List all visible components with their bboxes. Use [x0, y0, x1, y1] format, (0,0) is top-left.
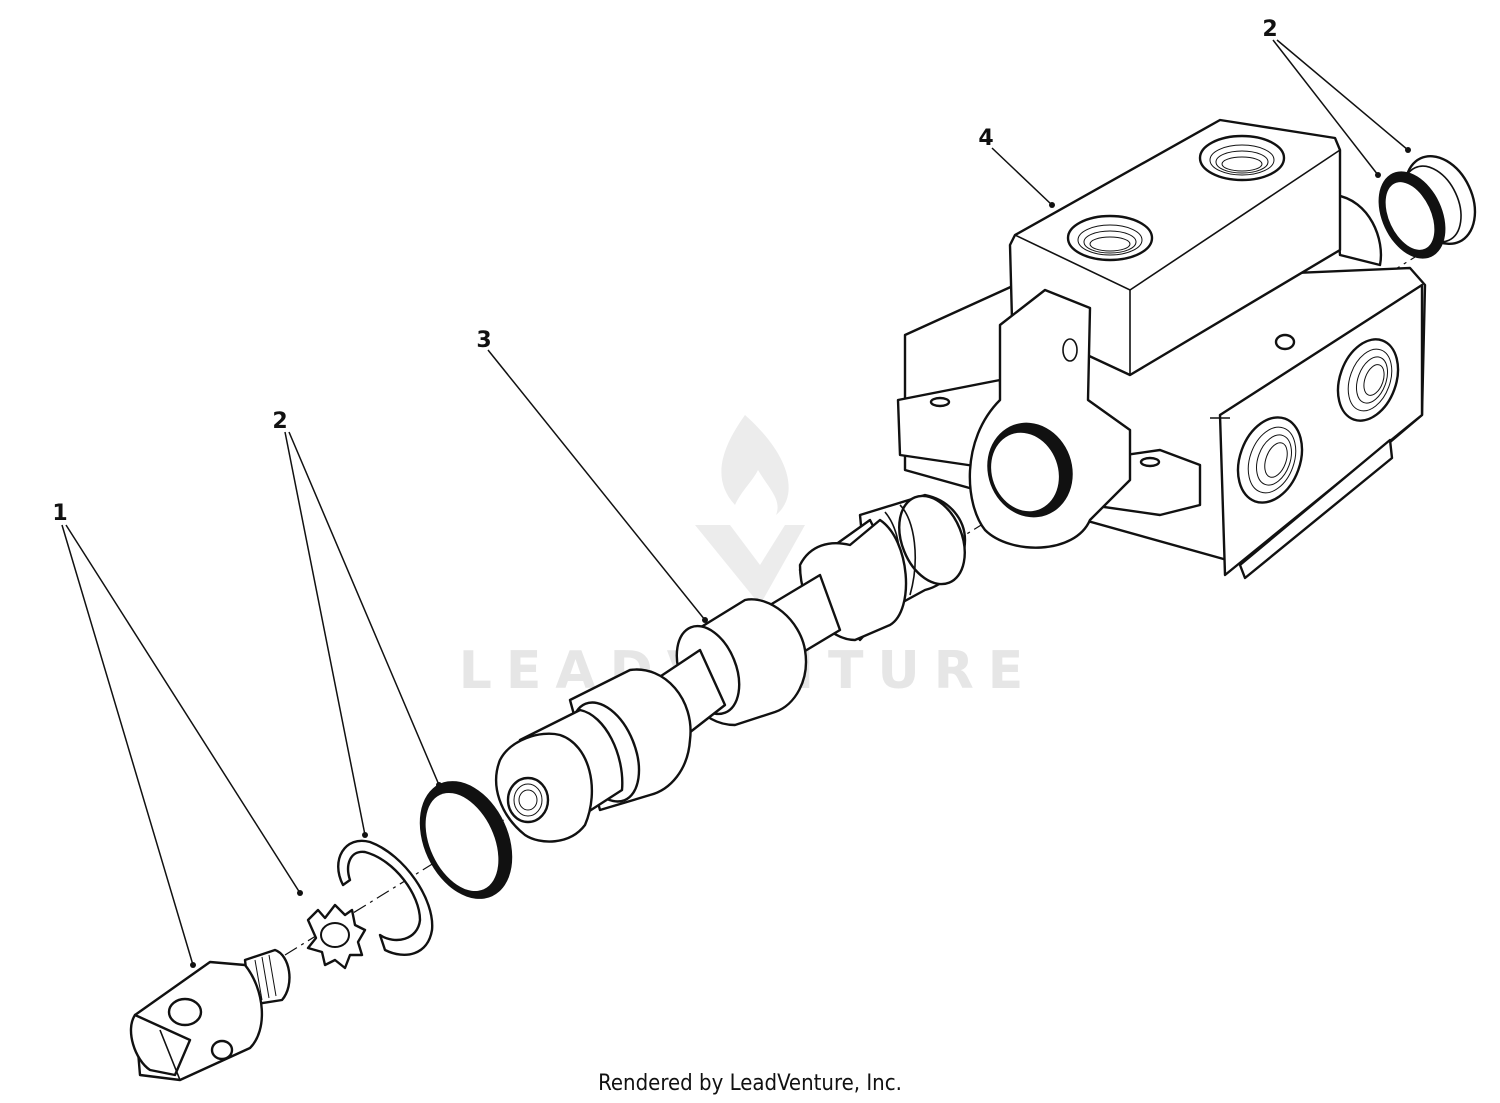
snap-ring-part-2	[337, 839, 434, 957]
footer-credit: Rendered by LeadVenture, Inc.	[598, 1071, 902, 1096]
top-port-rear	[1198, 134, 1286, 182]
callout-2-left-label: 2	[272, 409, 287, 434]
side-port-upper	[1336, 338, 1400, 422]
spool-bore-seal	[987, 422, 1073, 518]
seal-pair-right-part-2	[1378, 154, 1477, 259]
spool-part-3	[495, 493, 967, 843]
callout-4-label: 4	[978, 126, 993, 151]
top-port-front	[1066, 214, 1154, 262]
valve-body-part-4	[896, 118, 1427, 580]
clevis-part-1	[129, 948, 291, 1082]
seal-ring-left-part-2	[419, 781, 513, 899]
lock-washer-part-1	[306, 903, 367, 970]
callout-2-right-label: 2	[1262, 17, 1277, 42]
callout-3-label: 3	[476, 328, 491, 353]
flame-icon	[721, 415, 789, 515]
side-port-lower	[1236, 416, 1304, 504]
v-logo-icon	[695, 525, 805, 605]
callout-1-label: 1	[52, 501, 67, 526]
leader-lines	[61, 39, 1411, 968]
